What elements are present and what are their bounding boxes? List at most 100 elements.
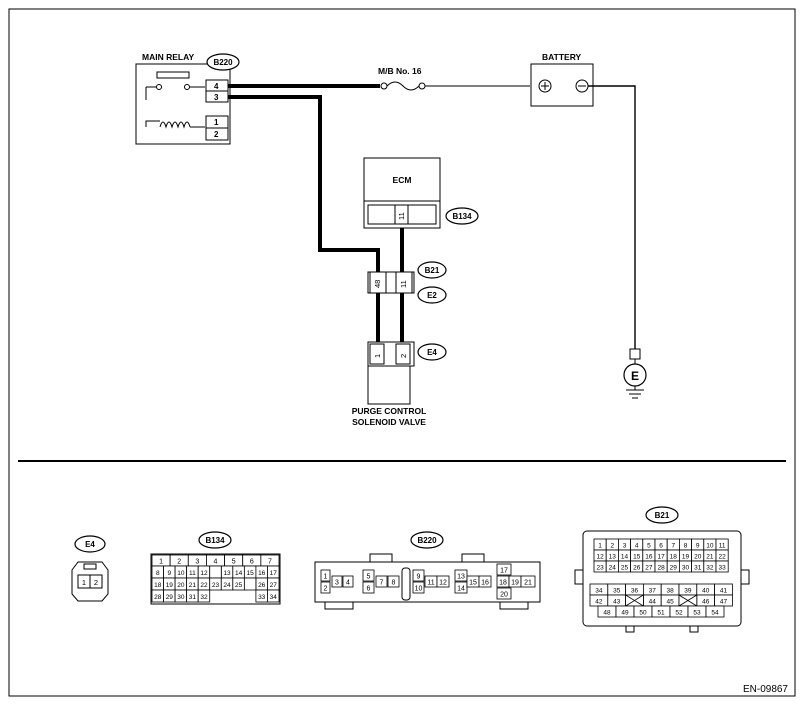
b134-pin-3: 3	[195, 559, 199, 566]
b21-pin-1: 1	[598, 543, 602, 550]
b21-pin-18: 18	[670, 554, 678, 561]
blank-pin-cross	[678, 594, 698, 607]
b21-pin-3: 3	[623, 543, 627, 550]
b220-pin-20: 20	[500, 592, 508, 599]
b134-pin-8: 8	[156, 570, 160, 577]
joint-pin-48: 48	[373, 280, 382, 288]
e4-face-pin-1: 1	[82, 578, 86, 587]
b21-pin-39: 39	[684, 588, 692, 595]
b21-pin-33-cell	[715, 560, 729, 573]
valve-pin-1: 1	[373, 354, 382, 358]
b134-tag-oval	[445, 207, 479, 225]
b21-pin-29: 29	[670, 565, 678, 572]
b220-pin-21: 21	[524, 580, 532, 587]
b220-pin-18: 18	[499, 580, 507, 587]
b134-face-tag: B134	[205, 536, 225, 545]
b220-pin-14: 14	[457, 586, 465, 593]
b21-pin-50: 50	[639, 610, 647, 617]
b134-pin-13: 13	[223, 570, 231, 577]
b220-pin-7-cell	[375, 575, 388, 588]
b21-pin-47: 47	[720, 599, 728, 606]
relay-pin-4: 4	[214, 82, 219, 91]
b220-pin-1-cell	[320, 569, 331, 582]
b134-pin-24: 24	[223, 582, 231, 589]
b220-pin-2-cell	[320, 581, 331, 594]
b220-face-tag-oval	[410, 531, 444, 549]
joint-pin-11: 11	[399, 280, 408, 288]
b134-pin-29: 29	[166, 594, 174, 601]
purge-valve	[367, 341, 415, 405]
ecm-pin-11: 11	[397, 212, 406, 220]
main-relay: 4 3 1 2	[135, 63, 231, 145]
e4-tag-oval	[417, 343, 447, 361]
b134-pin-7: 7	[268, 559, 272, 566]
ecm-label: ECM	[393, 175, 412, 185]
b220-pin-13: 13	[457, 574, 465, 581]
b134-pin-34: 34	[270, 594, 278, 601]
b21-pin-51: 51	[657, 610, 665, 617]
b134-pin-32-cell	[197, 589, 211, 603]
b220-pin-9-cell	[412, 569, 425, 582]
b134-pin-33: 33	[258, 594, 266, 601]
b21-pin-54: 54	[711, 610, 719, 617]
b220-pin-6: 6	[367, 586, 371, 593]
valve-label-line1: PURGE CONTROL	[352, 406, 427, 416]
b134-pin-10: 10	[177, 570, 185, 577]
b134-pin-14: 14	[235, 570, 243, 577]
b134-pin-1: 1	[159, 559, 163, 566]
b21-pin-26: 26	[633, 565, 641, 572]
e2-tag-oval	[417, 286, 447, 304]
b21-pin-25: 25	[621, 565, 629, 572]
b21-pin-33: 33	[718, 565, 726, 572]
b134-pin-18: 18	[154, 582, 162, 589]
b21-pin-6: 6	[659, 543, 663, 550]
b134-pin-20: 20	[177, 582, 185, 589]
b134-pin-22: 22	[200, 582, 208, 589]
b134-pin-25: 25	[235, 582, 243, 589]
b220-pin-20-cell	[496, 587, 512, 600]
b134-face-tag-oval	[198, 531, 232, 549]
b220-pin-10: 10	[415, 586, 423, 593]
b134-pin-4: 4	[214, 559, 218, 566]
b134-pin-16: 16	[258, 570, 266, 577]
b220-pin-14-cell	[454, 581, 468, 594]
b21-pin-37: 37	[649, 588, 657, 595]
b21-pin-8: 8	[684, 543, 688, 550]
b21-pin-11: 11	[719, 543, 726, 550]
b21-pin-41: 41	[720, 588, 728, 595]
b21-pin-53: 53	[693, 610, 701, 617]
b220-pin-17: 17	[500, 568, 508, 575]
b21-pin-13: 13	[609, 554, 617, 561]
b21-pin-24: 24	[609, 565, 617, 572]
b220-tag: B220	[213, 58, 233, 67]
relay-pin-3: 3	[214, 93, 219, 102]
relay-pin3-wire	[228, 95, 380, 272]
b134-pin-27: 27	[270, 582, 278, 589]
main-relay-label: MAIN RELAY	[142, 52, 194, 62]
b21-pin-12: 12	[596, 554, 604, 561]
b21-pin-4: 4	[635, 543, 639, 550]
b134-pin-19: 19	[166, 582, 174, 589]
b21-pin-5: 5	[647, 543, 651, 550]
b220-pin-17-cell	[496, 563, 512, 576]
e4-face-tag: E4	[85, 540, 95, 549]
b21-pin-42: 42	[595, 599, 603, 606]
blank-pin-cross	[625, 594, 644, 607]
valve-label-line2: SOLENOID VALVE	[352, 417, 426, 427]
b220-pin-15: 15	[469, 580, 477, 587]
b134-pin-9: 9	[168, 570, 172, 577]
b21-pin-38: 38	[666, 588, 674, 595]
b220-pin-8-cell	[387, 575, 400, 588]
b134-pin-28: 28	[154, 594, 162, 601]
fuse	[380, 81, 426, 91]
b134-pin-23: 23	[212, 582, 220, 589]
b134-pin-30: 30	[177, 594, 185, 601]
b21-pin-23: 23	[596, 565, 604, 572]
b134-pin-26: 26	[258, 582, 266, 589]
b21-tag: B21	[425, 266, 440, 275]
b21-pin-49: 49	[621, 610, 629, 617]
b134-pin-15: 15	[247, 570, 255, 577]
